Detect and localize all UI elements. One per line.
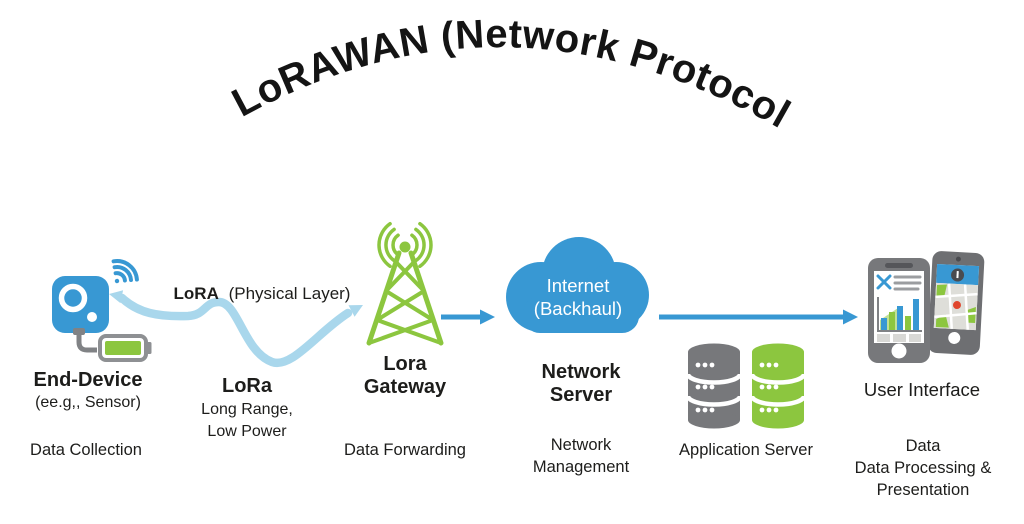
battery-icon	[73, 328, 152, 362]
end-device-name: End-Device	[34, 369, 143, 391]
gateway-name-2: Gateway	[364, 376, 447, 398]
network-server-name-2: Server	[550, 384, 612, 406]
radio-waves-icon	[377, 221, 433, 269]
user-interface-function-3: Presentation	[877, 481, 970, 499]
arrow-icon	[441, 309, 495, 325]
wifi-icon	[111, 259, 139, 284]
end-device-subtitle: (ee.g,, Sensor)	[35, 394, 141, 411]
gateway-name-1: Lora	[383, 353, 427, 375]
page-title-text: LoRAWAN (Network Protocol)	[0, 0, 797, 137]
database-stack-green-icon	[749, 343, 807, 429]
lora-desc-1: Long Range,	[201, 401, 293, 418]
network-server-function-1: Network	[551, 436, 612, 454]
smartphone-dashboard-icon	[868, 258, 930, 363]
gateway-function: Data Forwarding	[344, 441, 466, 459]
user-interface-function-2: Data Processing &	[855, 459, 992, 477]
network-server-function-2: Management	[533, 458, 630, 476]
application-server-name: Application Server	[679, 441, 813, 459]
cloud-label-2: (Backhaul)	[534, 298, 622, 319]
wave-arrow-icon	[109, 290, 363, 368]
database-stack-gray-icon	[685, 343, 743, 429]
user-interface-function-1: Data	[906, 437, 942, 455]
lora-layer-bold: LoRA	[174, 284, 219, 303]
sensor-icon	[52, 276, 109, 333]
user-interface-name: User Interface	[864, 379, 980, 400]
arrow-icon	[659, 309, 858, 325]
cloud-label-1: Internet	[547, 275, 610, 296]
lora-name: LoRa	[222, 375, 273, 397]
lora-physical-layer-label: LoRA (Physical Layer)	[174, 284, 351, 303]
end-device-function: Data Collection	[30, 441, 142, 459]
cloud-icon	[506, 237, 649, 333]
wave-arrowhead-right	[348, 305, 363, 317]
page-title: LoRAWAN (Network Protocol)	[0, 0, 797, 137]
lora-desc-2: Low Power	[207, 423, 287, 440]
network-server-name-1: Network	[542, 361, 622, 383]
lora-layer-rest: (Physical Layer)	[229, 284, 351, 303]
wave-arrowhead-left	[109, 290, 124, 304]
antenna-tower-icon	[366, 241, 444, 346]
smartphone-map-icon	[927, 251, 985, 355]
